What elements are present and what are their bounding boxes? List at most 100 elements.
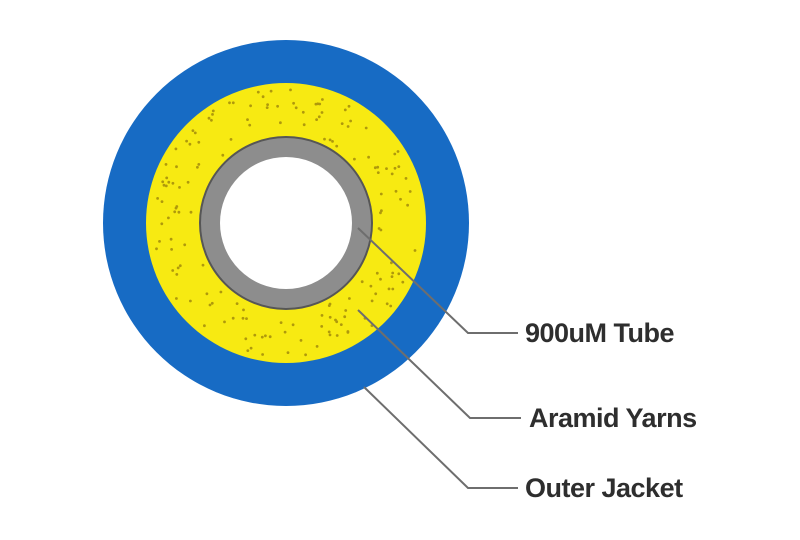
aramid-dot (327, 330, 331, 334)
aramid-dot (343, 315, 347, 319)
aramid-dot (377, 227, 381, 230)
aramid-dot (185, 139, 189, 143)
aramid-dot (314, 102, 318, 106)
leader-line-aramid-yarns (357, 309, 521, 419)
aramid-dot (171, 269, 175, 272)
aramid-dot (346, 331, 350, 334)
aramid-dot (228, 101, 231, 105)
aramid-dot (265, 106, 269, 109)
aramid-dot (170, 248, 174, 251)
aramid-dot (327, 304, 331, 307)
aramid-dot (203, 324, 206, 328)
aramid-dot (256, 90, 260, 94)
aramid-dot (379, 211, 382, 215)
aramid-dot (235, 302, 239, 305)
aramid-dot (289, 88, 292, 92)
aramid-dot (162, 183, 166, 187)
aramid-dot (391, 287, 395, 291)
aramid-dot (160, 222, 164, 226)
aramid-dot (379, 277, 382, 281)
aramid-dot (376, 165, 380, 169)
aramid-dot (390, 275, 394, 278)
aramid-dot (249, 346, 253, 350)
aramid-dot (401, 280, 405, 284)
aramid-dot (189, 299, 192, 303)
aramid-dot (177, 210, 181, 214)
aramid-dot (374, 292, 378, 296)
aramid-dot (266, 103, 269, 106)
aramid-dot (155, 247, 158, 251)
aramid-dot (178, 186, 181, 189)
aramid-dot (364, 126, 368, 130)
aramid-dot (397, 272, 401, 276)
aramid-dots (155, 88, 417, 357)
aramid-dot (320, 325, 324, 328)
aramid-dot (404, 177, 408, 180)
aramid-dot (369, 284, 373, 288)
aramid-dot (208, 303, 212, 307)
aramid-dot (165, 176, 169, 180)
aramid-dot (397, 165, 401, 169)
aramid-dot (349, 119, 352, 123)
aramid-dot (241, 316, 245, 320)
leader-line-outer-jacket (363, 386, 518, 489)
aramid-dot (174, 147, 178, 151)
aramid-dot (176, 266, 180, 270)
aramid-dot (188, 142, 192, 146)
aramid-dot (376, 171, 380, 175)
aramid-dot (175, 165, 178, 169)
aramid-dot (347, 104, 351, 108)
aramid-dot (391, 271, 395, 275)
aramid-dot (178, 264, 182, 268)
aramid-dot (302, 123, 306, 127)
aramid-dot (167, 180, 171, 184)
aramid-dot (413, 249, 417, 252)
aramid-dot (340, 122, 344, 125)
aramid-dot (323, 137, 326, 141)
aramid-dot (156, 197, 160, 200)
aramid-dot (169, 237, 173, 241)
aramid-dot (328, 315, 332, 319)
label-aramid-yarns: Aramid Yarns (529, 403, 697, 433)
aramid-dot (207, 116, 211, 120)
aramid-dot (196, 165, 199, 169)
aramid-dot (331, 140, 334, 143)
aramid-dot (299, 339, 303, 342)
aramid-dot (197, 140, 201, 144)
aramid-dot (175, 297, 178, 300)
aramid-dot (283, 330, 287, 334)
aramid-dot (317, 115, 321, 119)
aramid-dot (164, 184, 168, 188)
aramid-dot (385, 302, 389, 306)
aramid-dot (171, 181, 175, 185)
aramid-dot (328, 138, 332, 142)
aramid-dot (197, 163, 201, 166)
aramid-dot (189, 210, 193, 214)
aramid-dot (279, 321, 283, 324)
aramid-dot (211, 113, 214, 116)
aramid-dot (304, 353, 307, 357)
aramid-dot (370, 299, 374, 303)
aramid-dot (193, 131, 197, 135)
aramid-dot (353, 157, 356, 161)
aramid-dot (393, 152, 397, 156)
aramid-dot (201, 263, 205, 267)
aramid-dot (160, 200, 164, 204)
aramid-dot (399, 197, 402, 201)
aramid-dot (186, 180, 190, 184)
aramid-dot (248, 123, 252, 127)
aramid-dot (389, 304, 393, 308)
aramid-dot (231, 316, 235, 320)
fiber-core (220, 157, 352, 289)
aramid-dot (249, 104, 253, 108)
aramid-dot (339, 323, 343, 326)
aramid-dot (335, 144, 339, 148)
aramid-dot (261, 95, 265, 99)
aramid-dot (173, 210, 177, 214)
aramid-dot (379, 192, 383, 196)
aramid-dot (268, 335, 272, 339)
label-outer-jacket: Outer Jacket (525, 473, 683, 503)
aramid-dot (291, 323, 295, 327)
aramid-dot (315, 345, 319, 348)
